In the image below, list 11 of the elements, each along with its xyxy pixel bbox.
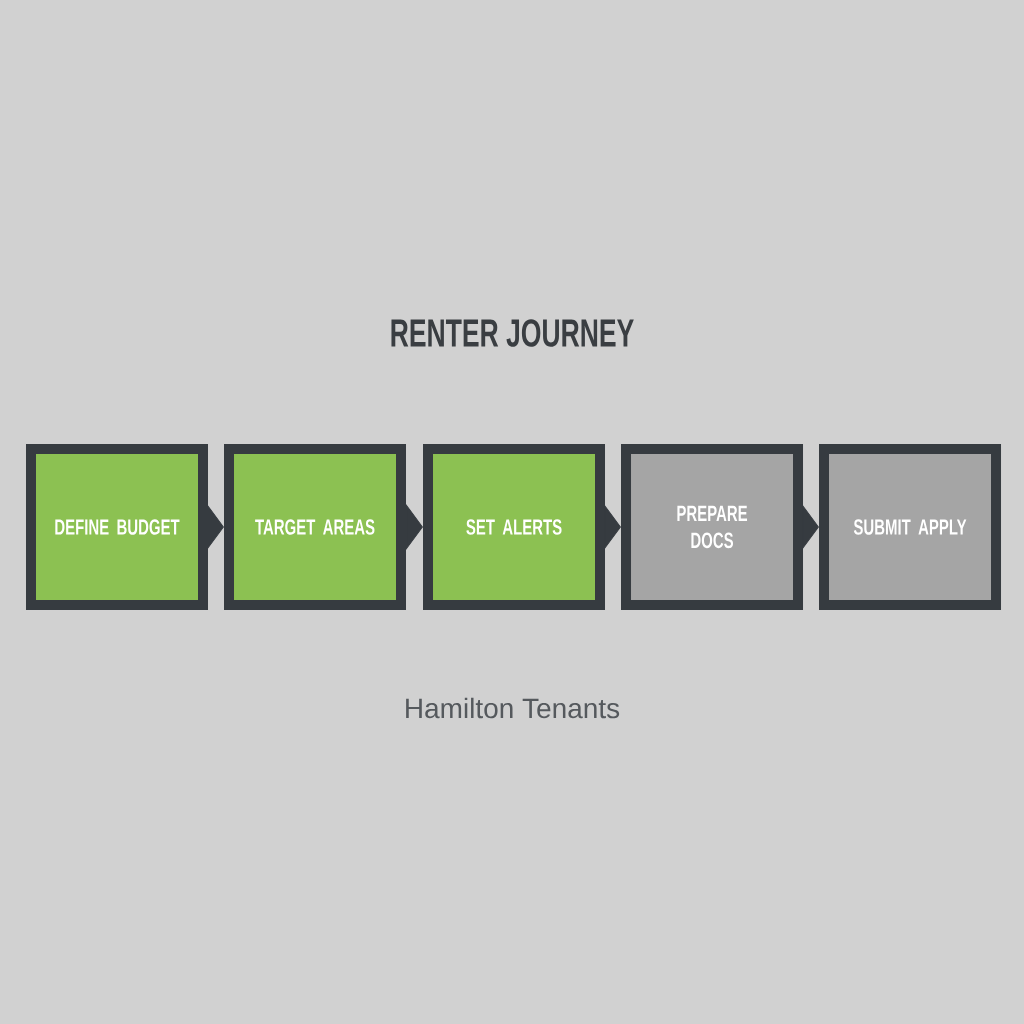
process-box: TARGET AREAS	[224, 444, 406, 610]
process-box: SET ALERTS	[423, 444, 605, 610]
process-box: PREPARE DOCS	[621, 444, 803, 610]
arrow	[405, 504, 423, 550]
arrow	[603, 504, 621, 550]
arrow	[206, 504, 224, 550]
title: RENTER JOURNEY	[391, 319, 634, 347]
process-box: SUBMIT APPLY	[819, 444, 1001, 610]
process-box: DEFINE BUDGET	[26, 444, 208, 610]
arrow	[801, 504, 819, 550]
subtitle: Hamilton Tenants	[406, 697, 620, 719]
